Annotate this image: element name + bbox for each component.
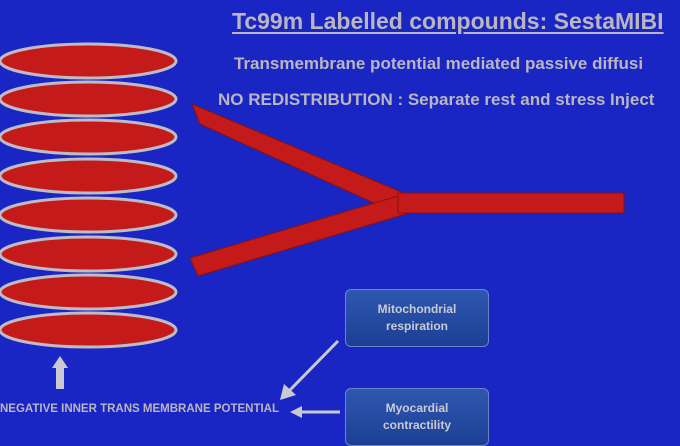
subtitle-line-1: Transmembrane potential mediated passive… xyxy=(234,54,644,73)
up-arrow-icon xyxy=(52,356,68,389)
box-label-line: Mitochondrial xyxy=(377,301,457,316)
stem-bar xyxy=(397,192,625,214)
box-label-line: Myocardial xyxy=(385,400,449,415)
membrane-disc xyxy=(0,42,178,80)
membrane-disc-stack xyxy=(0,42,178,349)
box-label-line: contractility xyxy=(382,418,451,432)
myocardial-contractility-box: Myocardial contractility xyxy=(345,388,489,446)
diagonal-arrow-icon xyxy=(280,339,340,400)
left-arrow-icon xyxy=(290,406,340,418)
subtitle-line-2: NO REDISTRIBUTION : Separate rest and st… xyxy=(218,90,655,109)
upper-branch-bar xyxy=(191,103,407,215)
membrane-disc xyxy=(0,311,178,349)
box-label-line: respiration xyxy=(385,319,448,333)
membrane-disc xyxy=(0,235,178,273)
membrane-disc xyxy=(0,157,178,195)
membrane-disc xyxy=(0,80,178,118)
mitochondrial-respiration-box: Mitochondrial respiration xyxy=(345,289,489,347)
y-shaped-bar xyxy=(189,103,625,277)
membrane-potential-label: NEGATIVE INNER TRANS MEMBRANE POTENTIAL xyxy=(0,403,279,415)
membrane-disc xyxy=(0,196,178,234)
membrane-disc xyxy=(0,118,178,156)
slide-title: Tc99m Labelled compounds: SestaMIBI xyxy=(232,8,664,34)
lower-branch-bar xyxy=(189,195,407,277)
membrane-disc xyxy=(0,273,178,311)
